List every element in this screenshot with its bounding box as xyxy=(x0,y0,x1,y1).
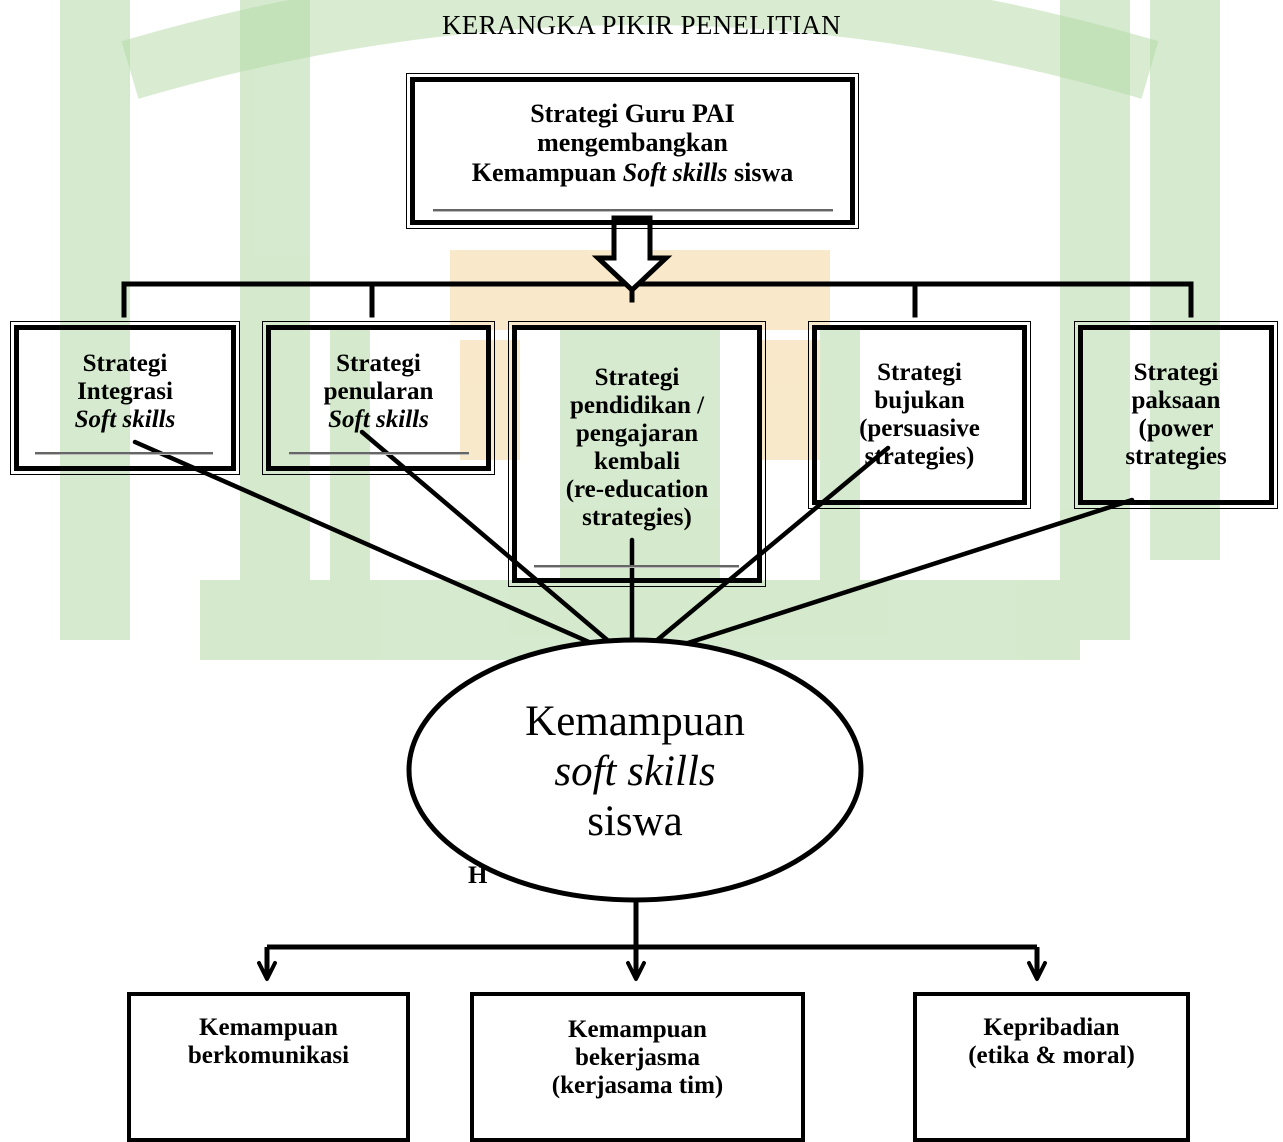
page-title: KERANGKA PIKIR PENELITIAN xyxy=(442,10,841,40)
strategy-4-line-2: bujukan xyxy=(874,387,965,414)
outcome-box-kepribadian: Kepribadian (etika & moral) xyxy=(913,992,1190,1142)
strategy-1-line-2: Integrasi xyxy=(77,378,173,405)
center-line-1: Kemampuan xyxy=(525,698,745,745)
strategy-1-line-1: Strategi xyxy=(82,350,168,377)
strategy-box-integrasi: Strategi Integrasi Soft skills xyxy=(10,321,240,475)
strategy-4-line-1: Strategi xyxy=(877,359,962,386)
strategy-5-line-4: strategies xyxy=(1125,443,1227,470)
strategy-box-paksaan: Strategi paksaan (power strategies xyxy=(1074,321,1278,509)
center-line-2: soft skills xyxy=(554,747,716,795)
strategy-5-line-2: paksaan xyxy=(1131,387,1221,414)
top-strategy-box: Strategi Guru PAI mengembangkan Kemampua… xyxy=(406,73,859,229)
central-ellipse xyxy=(406,637,864,903)
strategy-box-bujukan: Strategi bujukan (persuasive strategies) xyxy=(808,321,1031,509)
strategy-3-line-2: pendidikan / xyxy=(569,392,705,419)
arrowhead-mid-icon xyxy=(626,961,646,981)
outcome-1-line-1: Kemampuan xyxy=(199,1014,338,1041)
strategy-3-line-6: strategies) xyxy=(582,504,692,531)
outcome-3-line-2: (etika & moral) xyxy=(968,1042,1135,1069)
strategy-box-pendidikan: Strategi pendidikan / pengajaran kembali… xyxy=(508,321,766,587)
strategy-box-penularan: Strategi penularan Soft skills xyxy=(262,321,495,475)
arrowhead-right-icon xyxy=(1027,961,1047,981)
strategy-3-line-1: Strategi xyxy=(594,364,680,391)
strategy-4-line-3: (persuasive xyxy=(859,415,980,442)
strategy-5-line-1: Strategi xyxy=(1133,359,1219,386)
outcome-3-line-1: Kepribadian xyxy=(983,1014,1120,1041)
outcome-box-kerjasama: Kemampuan bekerjasma (kerjasama tim) xyxy=(470,992,805,1142)
top-line-2: mengembangkan xyxy=(537,128,728,158)
outcome-2-line-2: bekerjasma xyxy=(575,1044,700,1071)
center-line-3: siswa xyxy=(587,797,683,845)
strategy-5-line-3: (power xyxy=(1138,415,1214,442)
outcome-2-line-3: (kerjasama tim) xyxy=(551,1072,724,1099)
down-arrow-icon xyxy=(591,215,673,294)
top-line-1: Strategi Guru PAI xyxy=(530,99,735,129)
strategy-4-line-4: strategies) xyxy=(864,443,975,470)
strategy-3-line-4: kembali xyxy=(593,448,681,475)
strategy-3-line-5: (re-education xyxy=(565,476,709,503)
strategy-3-line-3: pengajaran xyxy=(575,420,699,447)
top-line-3: Kemampuan Soft skills siswa xyxy=(471,157,794,187)
arrowhead-left-icon xyxy=(257,961,277,981)
occluded-heading-fragment: H xyxy=(468,862,488,889)
outcome-1-line-2: berkomunikasi xyxy=(187,1042,350,1069)
strategy-1-line-3: Soft skills xyxy=(74,406,176,433)
strategy-2-line-2: penularan xyxy=(323,378,434,405)
outcome-box-komunikasi: Kemampuan berkomunikasi xyxy=(127,992,410,1142)
strategy-2-line-3: Soft skills xyxy=(328,406,429,433)
outcome-2-line-1: Kemampuan xyxy=(568,1016,707,1043)
strategy-2-line-1: Strategi xyxy=(336,350,421,377)
center-ellipse-text: Kemampuan soft skills siswa xyxy=(410,697,860,847)
